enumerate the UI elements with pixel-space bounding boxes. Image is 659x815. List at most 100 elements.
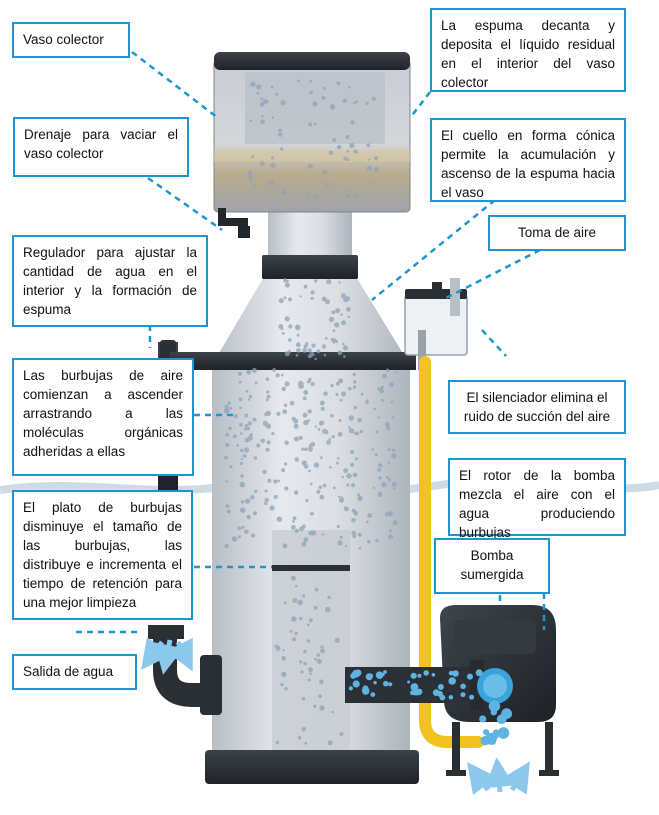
bubble [291,616,297,622]
bubble [387,478,392,482]
bubble [392,520,398,526]
bubble [262,469,267,474]
bubble [293,436,299,442]
bubble [375,430,379,434]
bubble [342,345,349,351]
bubble [228,426,232,431]
bubble [354,100,358,104]
bubble [321,296,327,302]
bubble [295,342,301,348]
bubble [281,655,286,661]
bubble [336,144,342,150]
bubble [281,386,287,392]
bubble [271,156,275,160]
bubble [299,616,303,621]
bubble [247,435,253,441]
bubble [320,645,324,649]
bubble [239,448,244,453]
label-cuello: El cuello en forma cónica permite la acu… [430,118,626,202]
pump-bubble [469,694,475,700]
bubble [321,95,326,100]
bubble [368,158,371,161]
bubble [248,398,251,401]
bubble [294,457,300,462]
skimmer-base [205,750,419,784]
label-toma-aire: Toma de aire [488,215,626,251]
bubble [296,348,301,353]
bubble [338,281,341,284]
bubble [245,389,249,393]
bubble [292,637,297,642]
pump-bubble [383,670,387,674]
bubble [318,485,323,490]
bubble [303,284,308,289]
bubble [275,92,279,96]
bubble [287,349,291,354]
bubble [325,299,330,305]
bubble [332,138,337,142]
pump-bubble [475,669,483,677]
pump-bubble [381,673,385,677]
bubble [243,447,250,453]
bubble [310,296,314,300]
pump-bubble [415,688,422,696]
bubble [266,440,271,445]
bubble [306,639,311,643]
bubble [341,475,345,479]
bubble [373,166,380,173]
bubble [259,161,265,167]
bubble [371,448,375,451]
bubble [343,355,346,358]
bubble [320,406,325,411]
bubble [301,447,305,451]
bubble [296,333,300,337]
bubble [353,149,359,154]
bubble [307,409,312,414]
bubble [292,520,295,523]
bubble [391,481,397,487]
bubble [329,466,332,469]
bubble [385,368,390,372]
bubble [283,462,288,466]
bubble [301,541,307,547]
bubble [278,128,282,132]
bubble [352,534,357,539]
bubble [332,329,336,333]
bubble [346,307,351,312]
bubble [281,331,285,335]
bubble [331,710,335,714]
bubble [256,84,262,90]
bubble [346,473,352,479]
bubble [288,324,293,329]
label-silenciador: El silenciador elimina el ruido de succi… [448,380,626,434]
bubble [354,431,358,435]
bubble [324,337,328,340]
bubble [307,163,313,169]
bubble [307,354,312,359]
bubble [346,149,350,153]
pump-bubble [497,727,510,739]
bubble [346,194,351,199]
bubble [352,102,356,105]
pump-bubble [410,672,417,679]
bubble [262,438,266,442]
bubble [309,90,313,95]
bubble [307,192,311,196]
bubble [309,79,313,83]
bubble [272,368,277,372]
bubble [372,181,376,184]
bubble [280,373,284,377]
bubble [357,417,362,423]
bubble [347,386,352,391]
bubble [289,629,293,633]
bubble [377,467,382,472]
bubble [304,741,308,745]
bubble [288,297,292,302]
bubble [298,380,304,387]
bubble [316,658,322,664]
bubble [301,726,307,732]
bubble [301,696,306,701]
bubble [317,428,321,431]
bubble [316,349,321,354]
bubble [239,461,243,466]
